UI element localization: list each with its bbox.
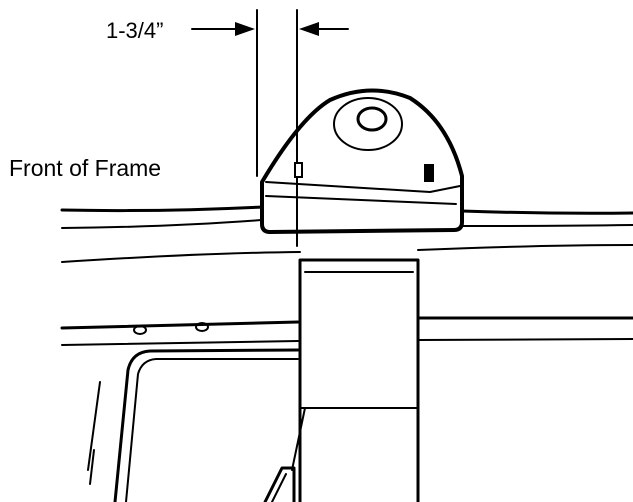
mounting-bracket xyxy=(260,88,464,234)
bracket-base-edge xyxy=(265,195,457,205)
post-bracket-detail xyxy=(271,473,287,502)
bracket-body xyxy=(260,88,464,234)
front-of-frame-label: Front of Frame xyxy=(9,155,161,181)
crossbar-bottom-right xyxy=(417,338,633,341)
frame-detail-line xyxy=(89,449,95,485)
rivet-icon xyxy=(133,325,147,335)
crossbar-top-left xyxy=(60,320,300,330)
lower-frame-bend-outer xyxy=(113,348,300,502)
frame-rail-far-right xyxy=(417,244,633,251)
bracket-face-edge xyxy=(265,181,461,193)
frame-rail-top-edge-right xyxy=(460,209,633,215)
crossbar-bottom-left xyxy=(61,340,299,346)
rivet-icon xyxy=(195,322,209,332)
frame-rail-top-edge-left xyxy=(60,205,264,213)
frame-detail-line xyxy=(87,381,101,471)
dimension-arrow-right-head xyxy=(299,22,319,36)
mounting-hole-icon xyxy=(356,106,388,132)
post-bracket xyxy=(263,466,296,502)
dimension-arrow-left-head xyxy=(235,22,255,36)
frame-rail-lower-edge-right xyxy=(461,224,633,227)
post-outline xyxy=(298,258,420,502)
frame-rail-lower-edge-left xyxy=(61,219,263,229)
vertical-post xyxy=(263,258,420,502)
frame-rail-far-left xyxy=(61,251,301,263)
post-detail-line xyxy=(291,407,306,471)
frame-rails xyxy=(60,205,633,502)
dimension-label: 1-3/4” xyxy=(106,18,163,43)
lower-frame-bend-inner xyxy=(125,358,299,502)
alignment-mark xyxy=(294,162,303,178)
indicator-mark xyxy=(424,164,434,182)
